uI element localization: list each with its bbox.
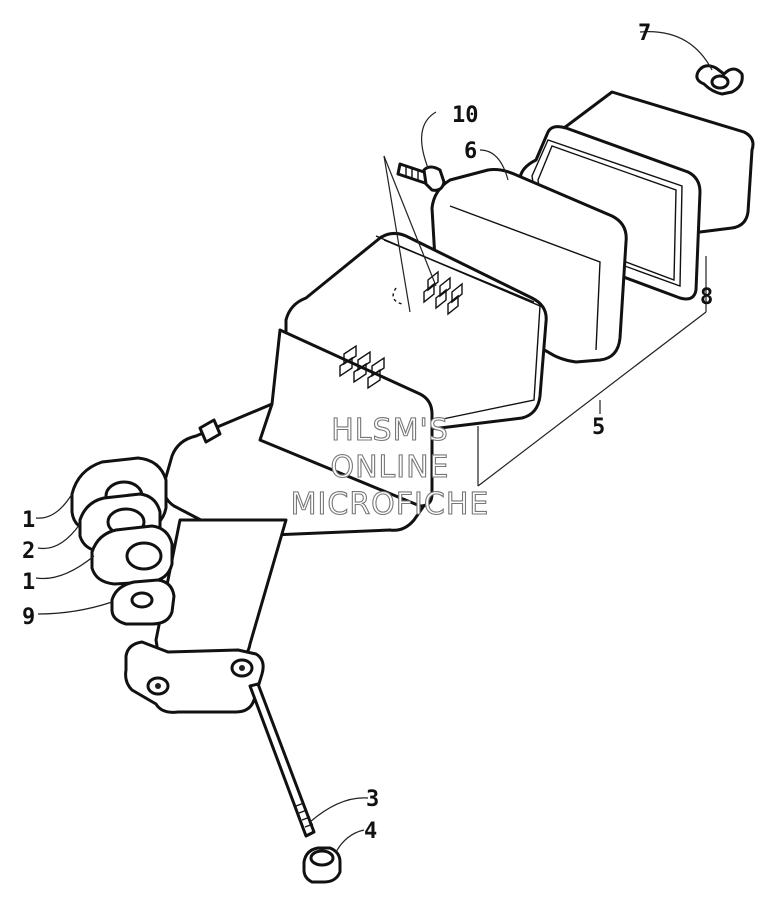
long-stud: [248, 682, 316, 838]
intake-manifold: [124, 518, 288, 714]
watermark-line-1: HLSM'S: [331, 413, 449, 448]
callout-3: 3: [366, 787, 379, 812]
callout-1-bottom: 1: [22, 570, 35, 595]
callout-9: 9: [22, 605, 35, 630]
callout-7: 7: [638, 21, 651, 46]
callout-8: 8: [700, 285, 713, 310]
intake-duct: [162, 231, 548, 538]
callout-5: 5: [592, 415, 605, 440]
vent-slots-lower: [339, 344, 385, 390]
bolt: [396, 162, 446, 192]
callout-10: 10: [452, 103, 479, 128]
flange-gasket-stack: [70, 456, 176, 626]
vent-slots-upper: [392, 270, 463, 316]
wing-nut: [695, 64, 744, 96]
callout-4: 4: [364, 819, 377, 844]
watermark: HLSM'S ONLINE MICROFICHE: [290, 412, 490, 522]
callout-2: 2: [22, 539, 35, 564]
watermark-line-3: MICROFICHE: [291, 487, 490, 522]
hex-nut: [302, 846, 342, 884]
callout-labels: 1 2 1 9 3 4 5 6 7 8 10: [22, 21, 713, 844]
callout-6: 6: [464, 139, 477, 164]
filter-housing-rear: [518, 90, 755, 301]
leader-lines: [35, 31, 713, 853]
callout-1-top: 1: [22, 508, 35, 533]
watermark-line-2: ONLINE: [330, 450, 449, 485]
